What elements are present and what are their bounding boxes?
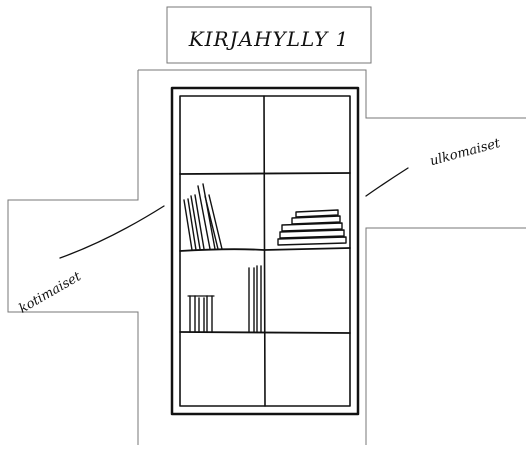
annotation-right-leader-line bbox=[366, 168, 408, 196]
annotation-right: ulkomaiset bbox=[366, 136, 503, 196]
book bbox=[184, 199, 196, 250]
books-row2-right bbox=[278, 210, 346, 245]
books-row3-center bbox=[249, 266, 261, 332]
annotation-left-leader-line bbox=[60, 206, 164, 258]
annotation-left-label: kotimaiset bbox=[17, 269, 85, 317]
book bbox=[257, 266, 261, 332]
book bbox=[190, 296, 195, 332]
book bbox=[278, 237, 346, 245]
shelf-line-3 bbox=[180, 332, 350, 333]
annotation-left: kotimaiset bbox=[17, 206, 164, 317]
bookcase-center-divider bbox=[264, 96, 265, 406]
wall-outline bbox=[8, 70, 526, 445]
annotation-right-label: ulkomaiset bbox=[428, 136, 502, 169]
book bbox=[198, 184, 215, 249]
shelf-line-1 bbox=[180, 173, 350, 174]
title-sign: KIRJAHYLLY 1 bbox=[167, 7, 371, 63]
bookcase bbox=[172, 88, 358, 414]
book bbox=[199, 298, 204, 332]
book bbox=[249, 268, 254, 332]
book bbox=[191, 195, 204, 249]
book bbox=[207, 296, 212, 332]
title-sign-text: KIRJAHYLLY 1 bbox=[188, 27, 350, 51]
books-row2-left bbox=[184, 184, 222, 250]
books-row3-left bbox=[188, 296, 214, 332]
